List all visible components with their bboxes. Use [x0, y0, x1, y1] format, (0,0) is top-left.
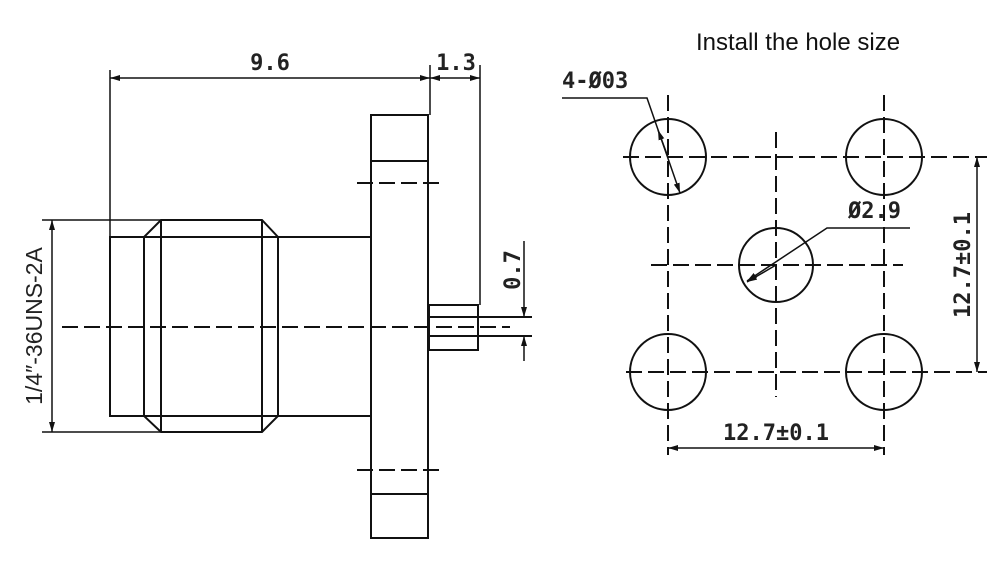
thread-dimension-label: 1/4″-36UNS-2A — [21, 246, 47, 404]
mounting-hole — [629, 118, 707, 196]
length-dimension-label: 9.6 — [250, 51, 290, 76]
mounting-hole — [845, 333, 923, 411]
pin-dimension-label: 0.7 — [501, 250, 526, 290]
corner-hole-label: 4-Ø03 — [562, 69, 628, 94]
side-view: 9.6 1.3 0.7 1/4″-36UNS-2A — [21, 51, 532, 539]
center-hole-label: Ø2.9 — [847, 199, 901, 224]
horizontal-spacing-label: 12.7±0.1 — [723, 421, 829, 446]
vertical-spacing-label: 12.7±0.1 — [951, 212, 976, 318]
center-hole — [738, 227, 814, 303]
hole-pattern: Install the hole size 4-Ø03 Ø2.9 12.7±0.… — [562, 29, 987, 455]
flange-dimension-label: 1.3 — [436, 51, 476, 76]
mounting-hole — [845, 118, 923, 196]
leader-line — [562, 97, 681, 194]
mounting-hole — [629, 333, 707, 411]
hole-pattern-title: Install the hole size — [696, 29, 900, 56]
leader-line — [746, 227, 910, 282]
